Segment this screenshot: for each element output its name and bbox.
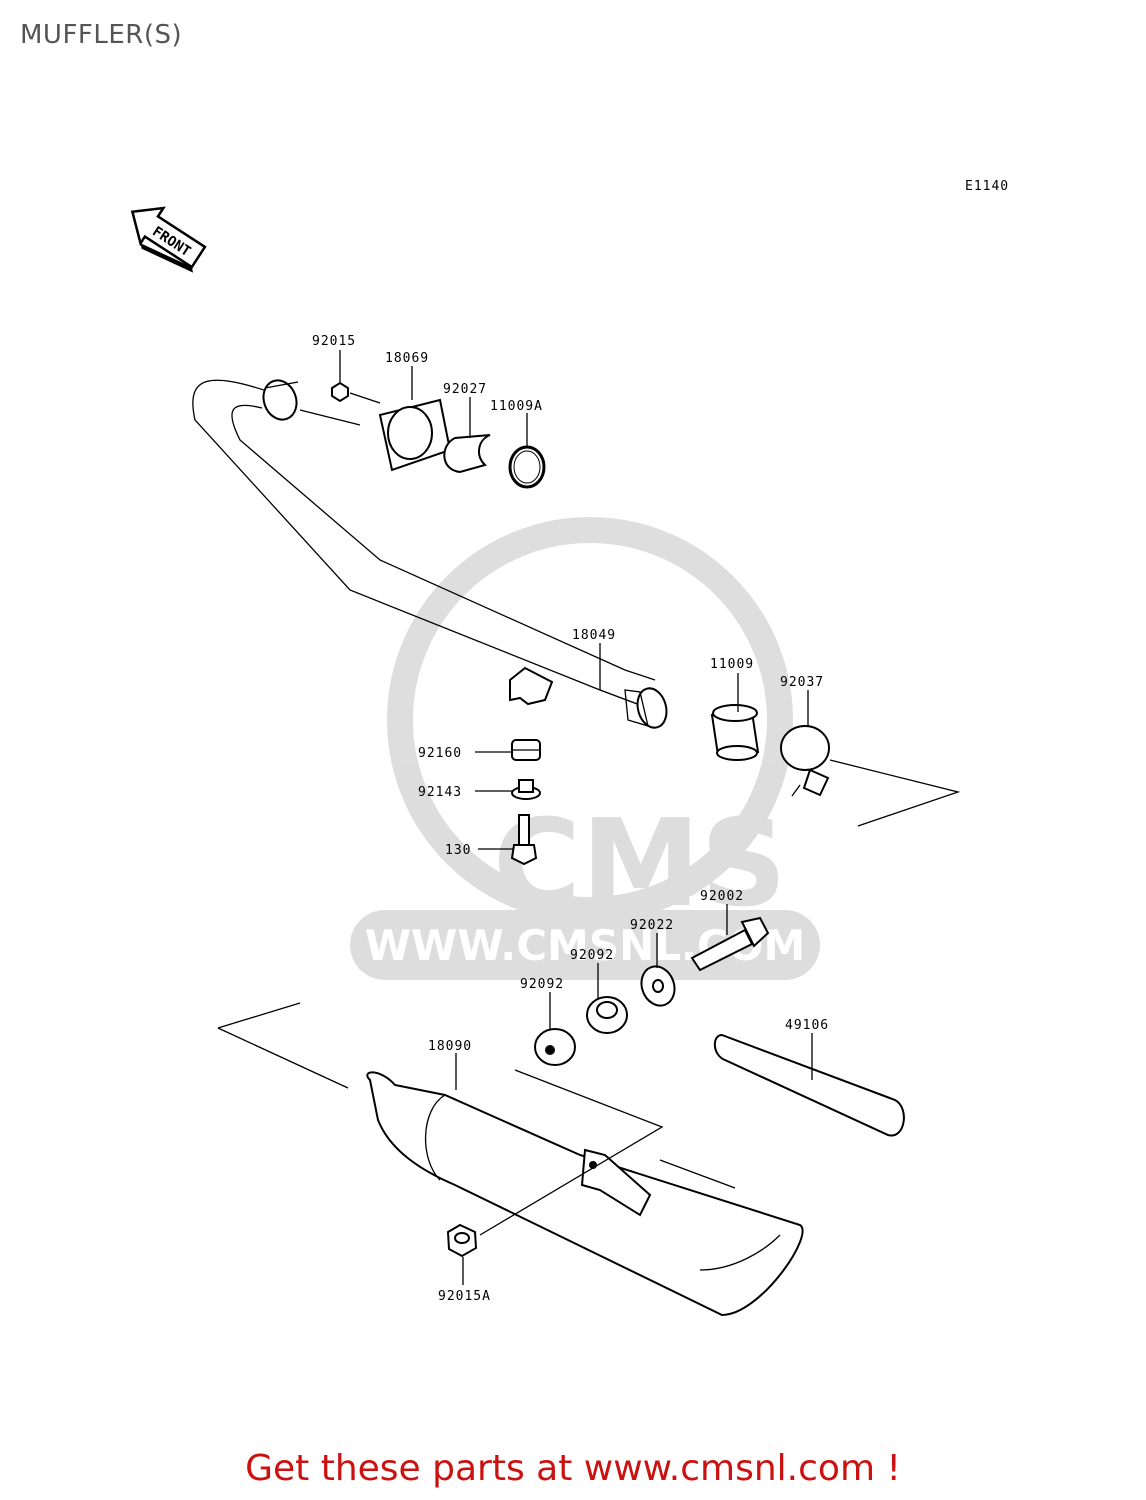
gasket-11009a [508,445,546,489]
washer-92022 [640,965,676,1007]
label-49106: 49106 [785,1018,829,1033]
diagram-code: E1140 [965,179,1009,194]
label-92143: 92143 [418,785,462,800]
label-92002: 92002 [700,889,744,904]
watermark-brand: CMS [493,795,787,934]
cta-link[interactable]: Get these parts at www.cmsnl.com ! [245,1448,901,1489]
muffler-18090 [217,1002,804,1317]
damper-92160 [511,739,541,761]
exhaust-pipe [192,379,668,729]
label-92015a: 92015A [438,1289,491,1304]
damper-92092-lower [534,1028,576,1066]
label-92092-upper: 92092 [570,948,614,963]
gasket-11009 [710,704,760,761]
nut-92015 [331,381,381,404]
damper-92092-upper [586,996,628,1034]
label-130: 130 [445,843,471,858]
label-92027: 92027 [443,382,487,397]
label-18049: 18049 [572,628,616,643]
clamp-92037 [780,725,961,827]
heat-guard-49106 [713,1033,905,1137]
nut-92015a [446,1223,478,1258]
page-title: MUFFLER(S) [20,20,183,50]
flange-18069 [299,398,452,472]
label-92037: 92037 [780,675,824,690]
bolt-130 [510,814,538,866]
label-11009: 11009 [710,657,754,672]
collet-92027 [443,434,491,474]
collar-92143 [511,779,541,800]
part-number-labels: 92015 18069 92027 11009A 18049 11009 920… [312,334,829,1304]
callout-lines [339,350,813,1285]
label-92092-lower: 92092 [520,977,564,992]
label-92022: 92022 [630,918,674,933]
label-18069: 18069 [385,351,429,366]
label-11009a: 11009A [490,399,543,414]
label-92160: 92160 [418,746,462,761]
label-18090: 18090 [428,1039,472,1054]
bolt-92002 [690,916,770,972]
label-92015: 92015 [312,334,356,349]
front-arrow: FRONT [130,206,207,273]
